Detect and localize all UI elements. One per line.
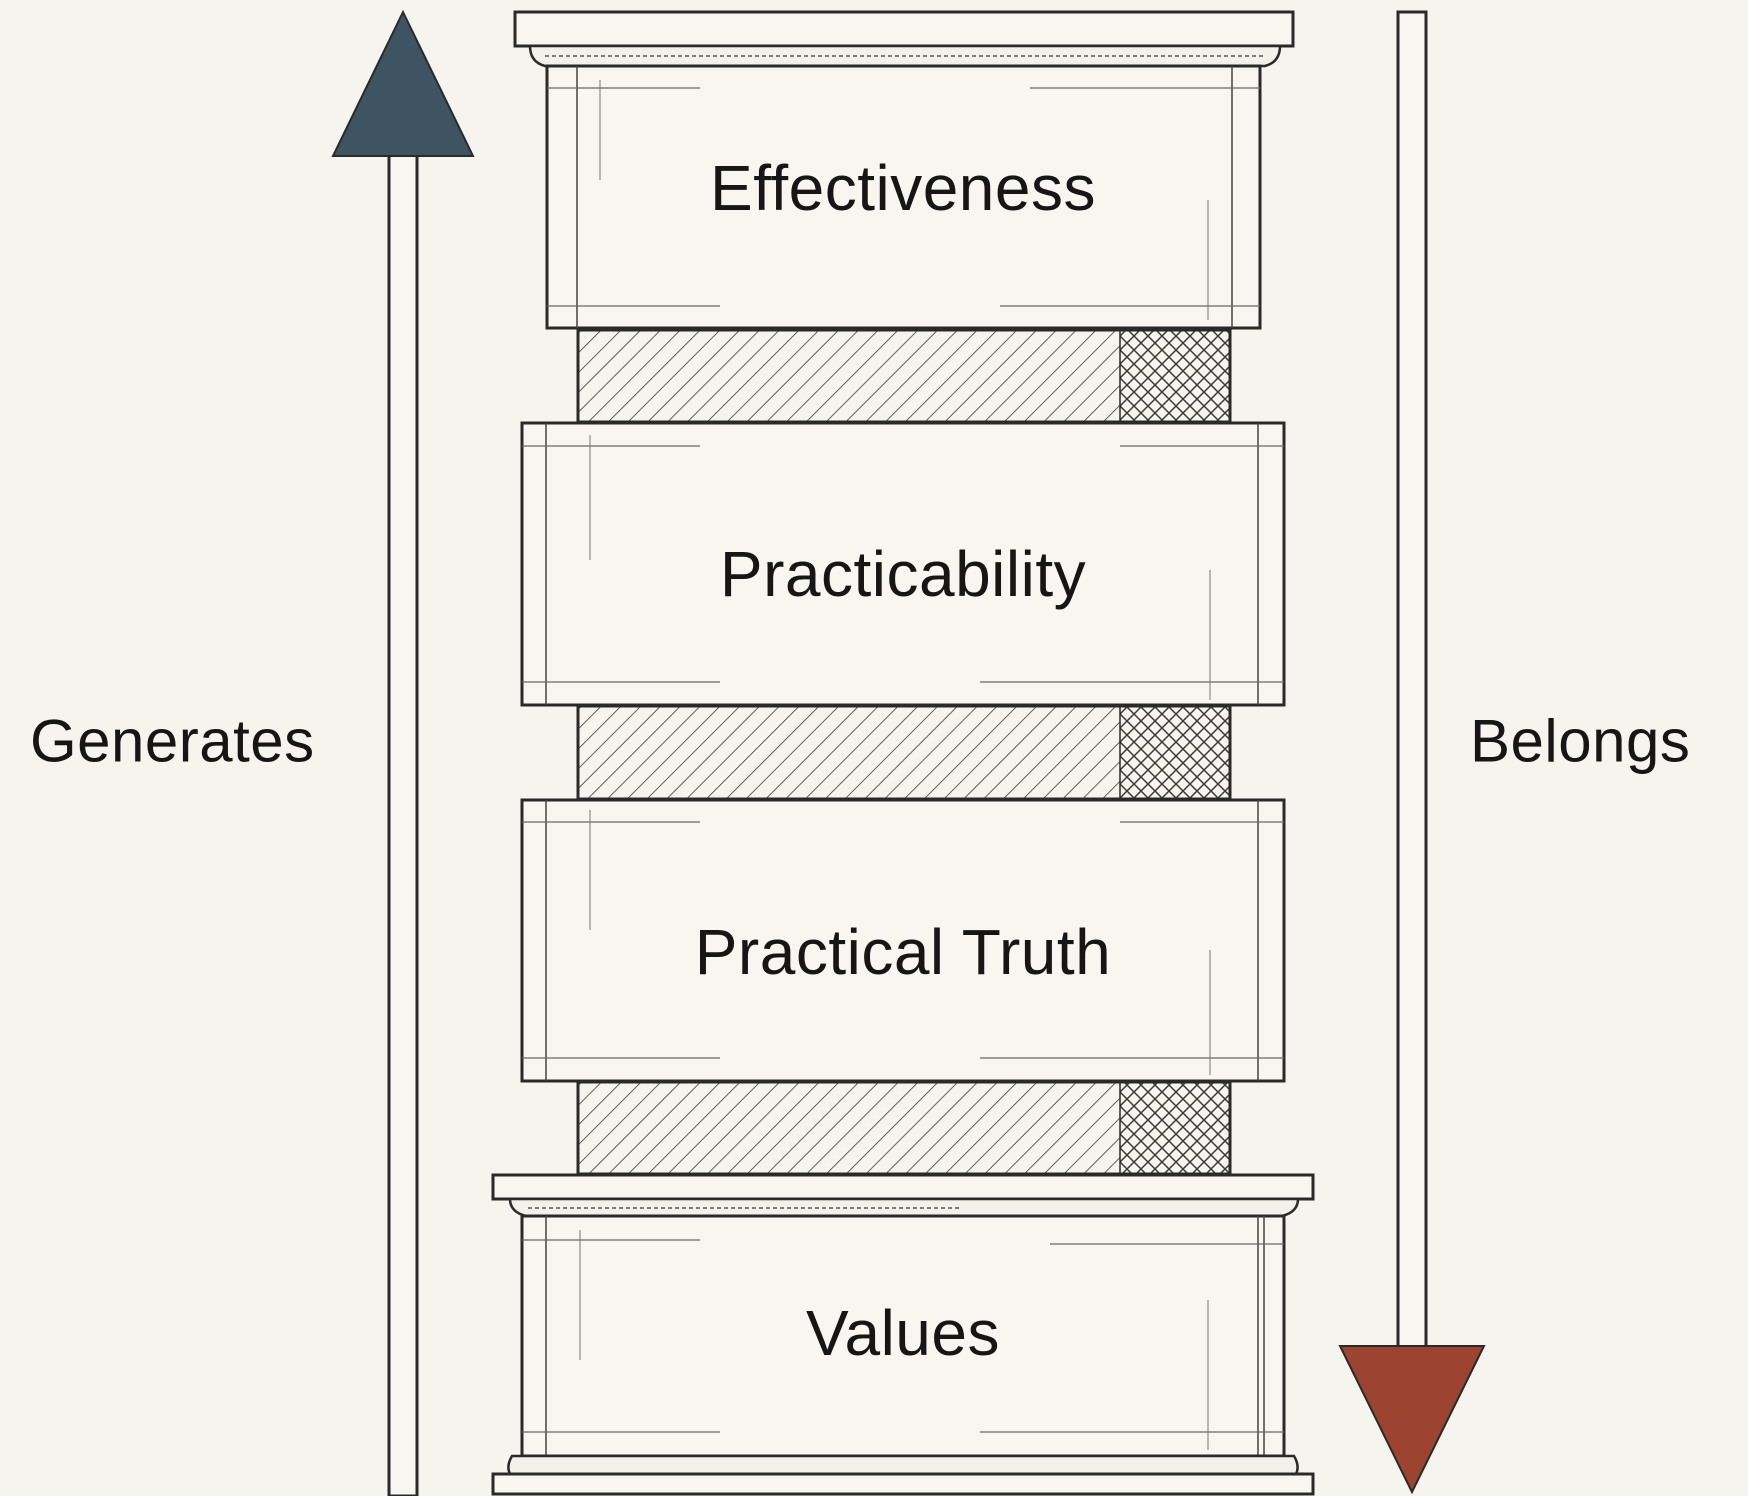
hatched-band-1 <box>576 328 1232 424</box>
belongs-label: Belongs <box>1470 707 1691 775</box>
block-label-effectiveness: Effectiveness <box>710 152 1096 224</box>
plinth <box>491 1454 1315 1496</box>
generates-label: Generates <box>30 707 315 775</box>
base-cap <box>491 1173 1315 1218</box>
block-practical-truth-shape <box>520 798 1286 1083</box>
generates-arrow-head <box>331 9 475 157</box>
block-label-practical-truth: Practical Truth <box>694 916 1112 988</box>
block-effectiveness-shape <box>545 64 1262 330</box>
belongs-arrow <box>1338 10 1486 1495</box>
block-label-values: Values <box>806 1297 1000 1369</box>
generates-arrow <box>331 9 475 1496</box>
generates-arrow-shaft <box>387 128 419 1496</box>
belongs-arrow-head <box>1338 1345 1486 1495</box>
hatched-band-3 <box>576 1080 1232 1176</box>
hatched-band-2 <box>576 704 1232 801</box>
belongs-arrow-shaft <box>1396 10 1428 1374</box>
top-cap <box>513 10 1295 68</box>
block-label-practicability: Practicability <box>719 538 1087 610</box>
block-values-shape <box>520 1214 1286 1458</box>
